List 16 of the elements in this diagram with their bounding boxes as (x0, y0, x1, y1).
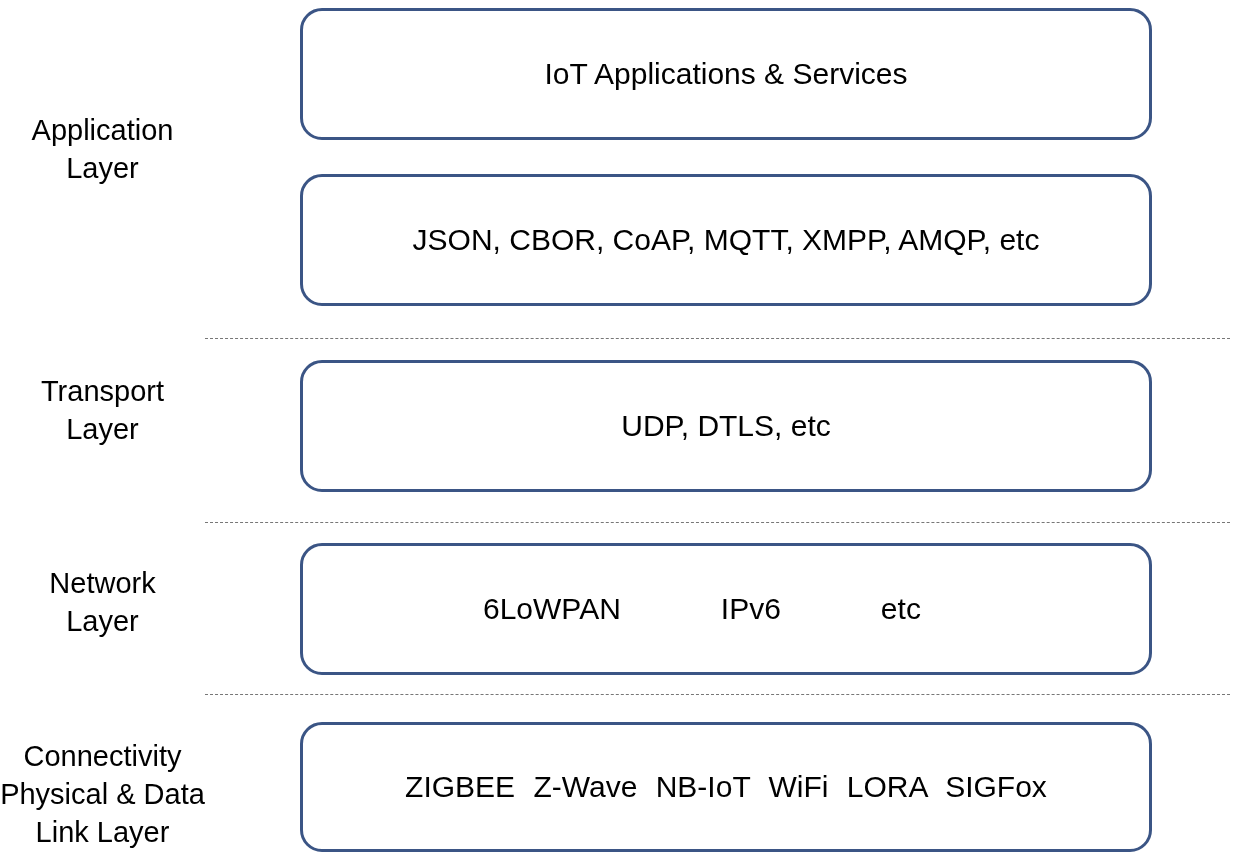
layer-label: Connectivity Physical & Data Link Layer (0, 739, 206, 850)
layer-box (300, 543, 1152, 675)
layer-label: Application Layer (30, 113, 175, 186)
protocol-text: IoT Applications & Services (544, 57, 908, 91)
protocol-text: JSON, CBOR, CoAP, MQTT, XMPP, AMQP, etc (412, 223, 1040, 257)
protocol-text: ZIGBEE Z-Wave NB-IoT WiFi LORA SIGFox (405, 770, 1047, 804)
layer-label: Network Layer (48, 566, 157, 639)
layer-box (300, 360, 1152, 492)
layer-box (300, 722, 1152, 852)
protocol-text: 6LoWPAN (483, 592, 621, 626)
layer-label: Transport Layer (40, 374, 165, 447)
protocol-text: UDP, DTLS, etc (621, 409, 831, 443)
layer-box (300, 8, 1152, 140)
layer-box (300, 174, 1152, 306)
protocol-text: IPv6 (720, 592, 781, 626)
protocol-text: etc (880, 592, 921, 626)
